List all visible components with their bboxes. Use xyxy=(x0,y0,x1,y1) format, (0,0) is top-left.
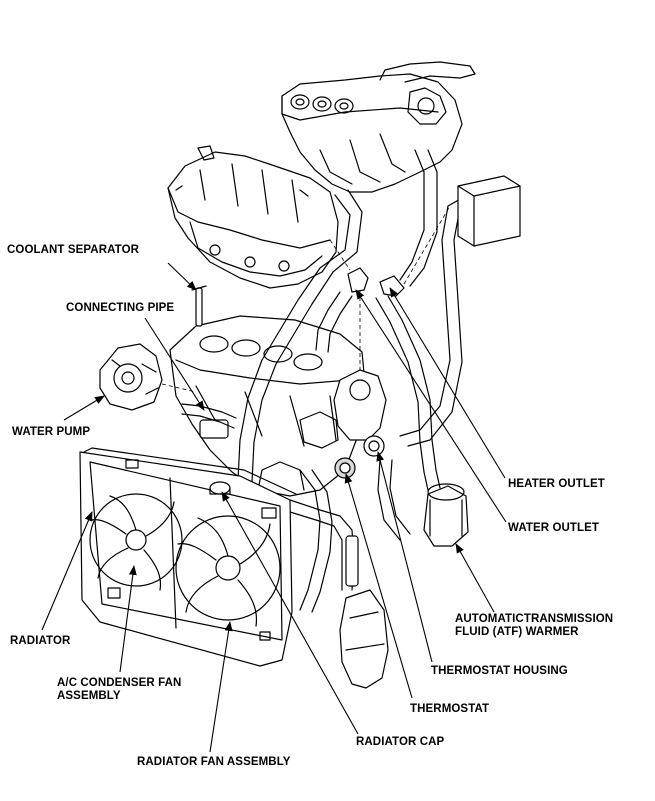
coolant-separator-part xyxy=(191,285,207,327)
leader-thermostat-housing xyxy=(376,451,433,663)
radiator-fan-part xyxy=(175,515,281,627)
leader-atf-warmer xyxy=(455,543,495,613)
label-radiator: RADIATOR xyxy=(10,635,71,647)
radiator-cap-part xyxy=(209,481,231,495)
reservoir-tank-part xyxy=(339,589,389,689)
alignment-lines xyxy=(161,205,451,393)
label-thermostat: THERMOSTAT xyxy=(410,703,490,715)
label-atf-warmer: AUTOMATICTRANSMISSION FLUID (ATF) WARMER xyxy=(455,613,614,638)
ac-condenser-fan-part xyxy=(89,493,183,591)
leader-connecting-pipe xyxy=(144,317,205,411)
leader-thermostat xyxy=(344,473,413,699)
atf-warmer-part xyxy=(423,175,521,547)
label-ac-condenser-fan: A/C CONDENSER FAN ASSEMBLY xyxy=(57,677,182,702)
leader-radiator xyxy=(41,511,93,631)
label-radiator-cap: RADIATOR CAP xyxy=(356,736,445,748)
label-thermostat-housing: THERMOSTAT HOUSING xyxy=(431,665,568,677)
label-heater-outlet: HEATER OUTLET xyxy=(508,478,605,490)
engine-block xyxy=(169,315,367,497)
leader-water-pump xyxy=(63,395,105,421)
cylinder-head xyxy=(167,145,339,289)
water-pump-part xyxy=(99,343,163,411)
label-coolant-separator: COOLANT SEPARATOR xyxy=(7,244,140,256)
leader-radiator-fan xyxy=(209,621,233,753)
radiator-part xyxy=(79,447,297,667)
thermostat-housing-part xyxy=(333,267,405,479)
leader-radiator-cap xyxy=(221,491,359,735)
label-water-pump: WATER PUMP xyxy=(12,426,91,438)
leader-lines xyxy=(41,262,507,753)
label-water-outlet: WATER OUTLET xyxy=(508,522,600,534)
leader-ac-condenser-fan xyxy=(119,565,137,673)
leader-coolant-separator xyxy=(167,262,197,291)
leader-heater-outlet xyxy=(389,287,506,479)
label-connecting-pipe: CONNECTING PIPE xyxy=(66,302,175,314)
intake-manifold xyxy=(281,61,476,193)
label-radiator-fan-assembly: RADIATOR FAN ASSEMBLY xyxy=(137,756,291,768)
leader-water-outlet xyxy=(355,289,507,523)
connecting-pipe-part xyxy=(181,403,237,429)
coolant-hoses xyxy=(237,149,475,613)
